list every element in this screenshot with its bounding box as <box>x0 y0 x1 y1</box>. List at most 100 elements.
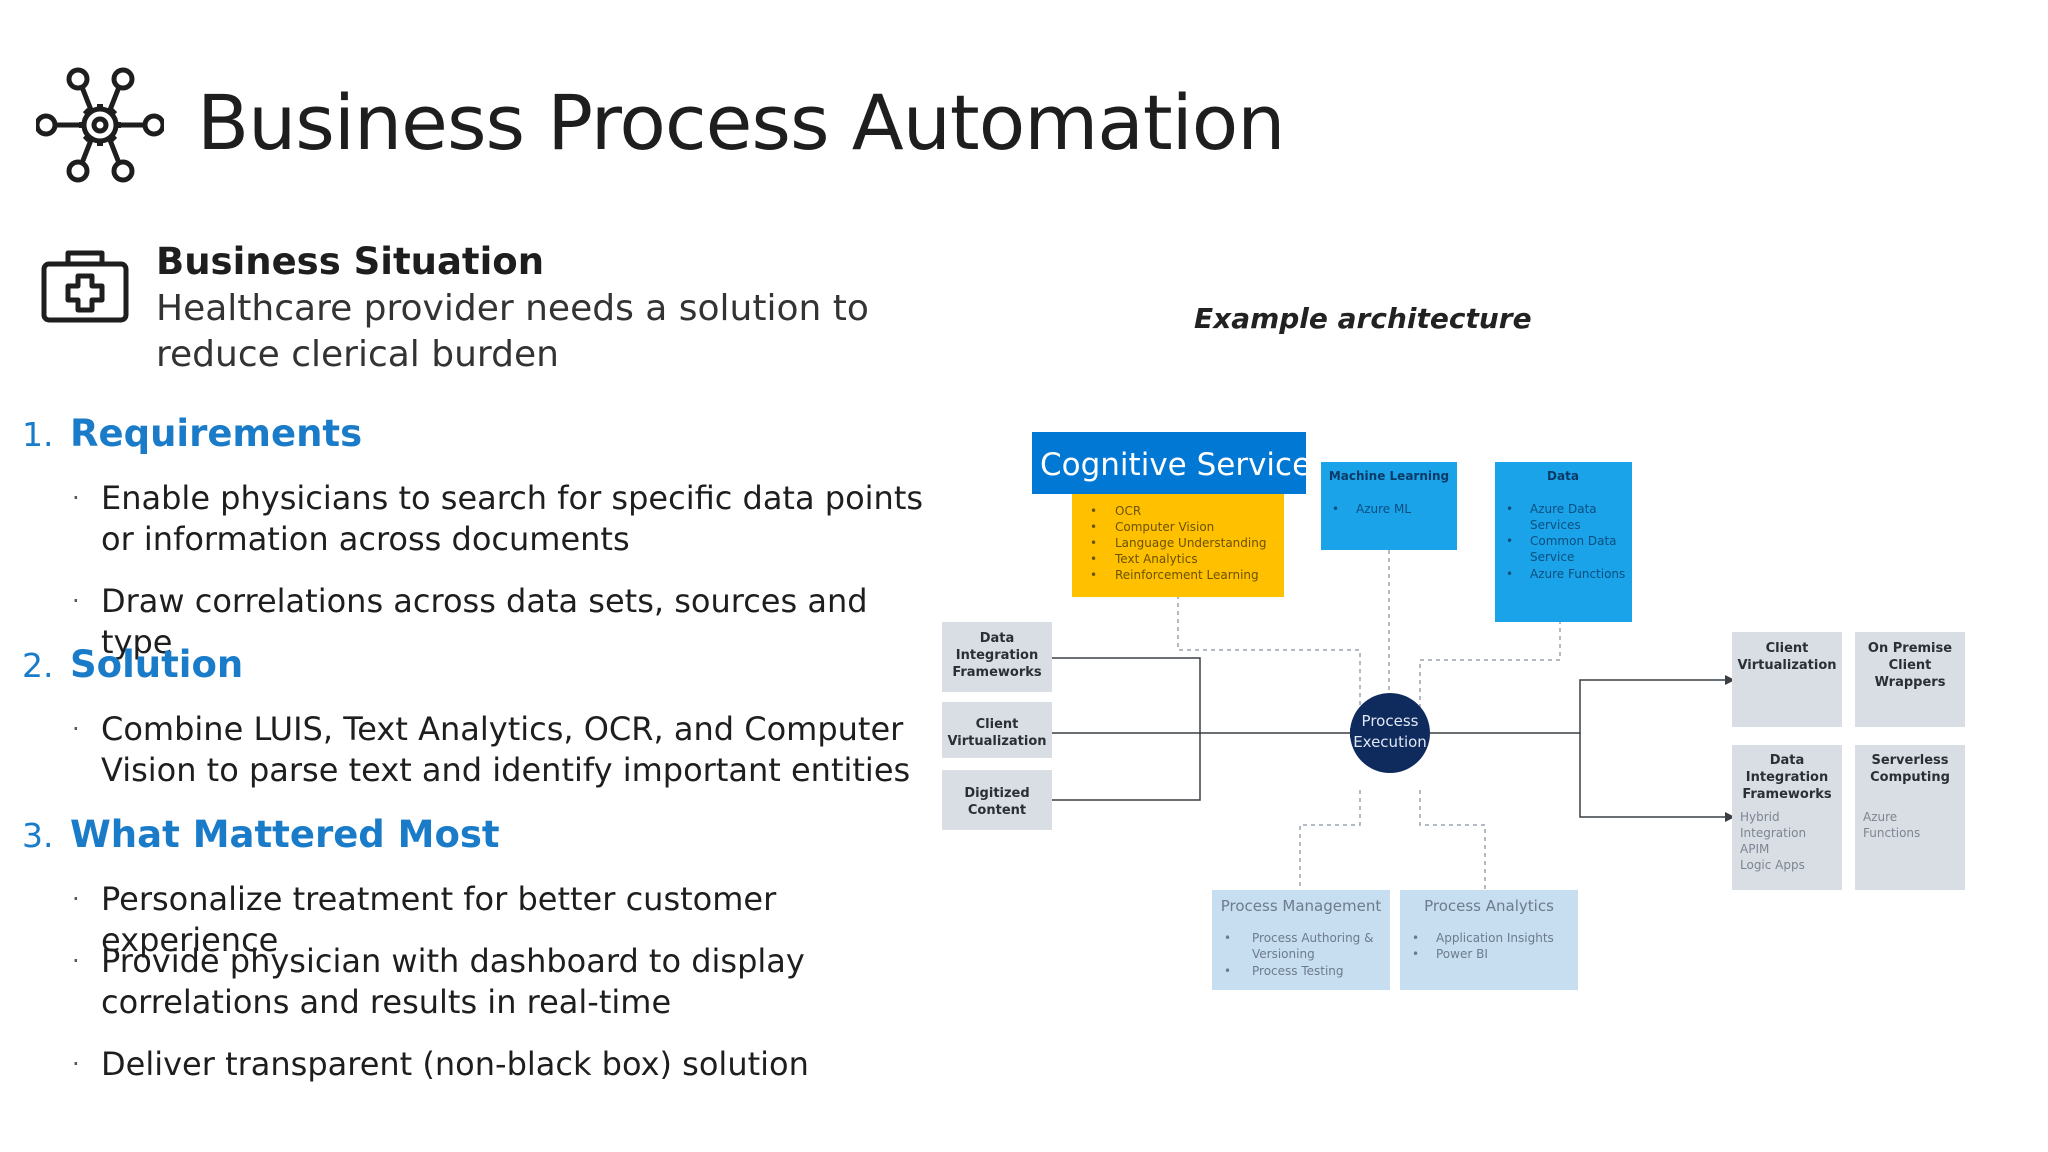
cognitive-services-title: Cognitive Services <box>1040 447 1327 483</box>
cognitive-item: Reinforcement Learning <box>1115 568 1259 582</box>
svg-text:•: • <box>1412 947 1419 961</box>
svg-text:•: • <box>1090 552 1097 566</box>
list-item: · Enable physicians to search for specif… <box>72 478 932 560</box>
medical-case-icon <box>41 250 129 323</box>
bullet-text: Deliver transparent (non-black box) solu… <box>101 1045 809 1083</box>
section-number: 3. <box>22 816 54 855</box>
box-item: Azure <box>1863 810 1897 824</box>
pm-item: Process Authoring & <box>1252 931 1373 945</box>
bullet-text: Provide physician with dashboard to disp… <box>101 942 805 1021</box>
bullet-text: Enable physicians to search for specific… <box>101 479 924 558</box>
pm-item: Process Testing <box>1252 964 1344 978</box>
serverless-box <box>1855 745 1965 890</box>
list-item: · Provide physician with dashboard to di… <box>72 941 932 1023</box>
input-label: Integration <box>956 648 1038 663</box>
page-title: Business Process Automation <box>197 78 1285 167</box>
box-label: Client <box>1889 658 1932 673</box>
input-box <box>942 770 1052 830</box>
section-heading: What Mattered Most <box>70 813 500 856</box>
machine-learning-box <box>1321 462 1457 550</box>
bullet-dot: · <box>72 885 80 913</box>
list-item: · Combine LUIS, Text Analytics, OCR, and… <box>72 709 932 791</box>
svg-text:•: • <box>1090 520 1097 534</box>
svg-text:•: • <box>1090 536 1097 550</box>
list-item: · Personalize treatment for better custo… <box>72 879 932 961</box>
process-analytics-title: Process Analytics <box>1424 897 1554 915</box>
situation-text: Healthcare provider needs a solution to … <box>156 288 869 375</box>
section-requirements: 1. Requirements <box>22 412 362 455</box>
architecture-label: Example architecture <box>1194 302 1532 335</box>
pa-item: Application Insights <box>1436 931 1554 945</box>
data-item: Services <box>1530 518 1581 532</box>
process-execution-label: Process <box>1362 712 1419 730</box>
bullet-dot: · <box>72 715 80 743</box>
svg-text:•: • <box>1506 534 1513 548</box>
input-label: Digitized <box>964 786 1029 801</box>
input-box <box>942 702 1052 758</box>
svg-text:•: • <box>1090 504 1097 518</box>
box-item: Functions <box>1863 826 1920 840</box>
svg-text:•: • <box>1224 964 1231 978</box>
process-analytics-box <box>1400 890 1578 990</box>
data-title: Data <box>1547 469 1579 483</box>
gear-network-icon <box>36 67 164 183</box>
svg-text:•: • <box>1090 568 1097 582</box>
bullet-dot: · <box>72 947 80 975</box>
input-label: Client <box>976 717 1019 732</box>
data-integration-box <box>1732 745 1842 890</box>
svg-text:•: • <box>1506 502 1513 516</box>
process-management-title: Process Management <box>1221 897 1382 915</box>
section-heading: Requirements <box>70 412 363 455</box>
client-virtualization-box <box>1732 632 1842 727</box>
on-premise-box <box>1855 632 1965 727</box>
data-item: Common Data <box>1530 534 1617 548</box>
pa-item: Power BI <box>1436 947 1488 961</box>
data-item: Service <box>1530 550 1574 564</box>
bullet-text: Personalize treatment for better custome… <box>101 880 777 959</box>
architecture-diagram: Cognitive Services • OCR • Computer Vision… <box>942 432 1965 990</box>
box-label: Computing <box>1870 770 1950 785</box>
cognitive-item: Language Understanding <box>1115 536 1266 550</box>
box-label: Wrappers <box>1875 675 1946 690</box>
data-item: Azure Data <box>1530 502 1597 516</box>
cognitive-item: Text Analytics <box>1114 552 1198 566</box>
box-item: Hybrid <box>1740 810 1780 824</box>
box-label: Serverless <box>1871 753 1948 768</box>
section-number: 1. <box>22 415 54 454</box>
svg-text:•: • <box>1412 931 1419 945</box>
svg-text:•: • <box>1224 931 1231 945</box>
section-what-mattered-most: 3. What Mattered Most <box>22 813 500 856</box>
process-execution-node <box>1350 693 1430 773</box>
situation-heading: Business Situation <box>156 240 545 283</box>
bullet-dot: · <box>72 587 80 615</box>
box-label: Integration <box>1746 770 1828 785</box>
cognitive-item: Computer Vision <box>1115 520 1214 534</box>
bullet-dot: · <box>72 1050 80 1078</box>
machine-learning-title: Machine Learning <box>1329 469 1449 483</box>
cognitive-item: OCR <box>1115 504 1141 518</box>
svg-text:•: • <box>1506 567 1513 581</box>
box-label: Virtualization <box>1737 658 1836 673</box>
bullet-dot: · <box>72 484 80 512</box>
box-label: Client <box>1766 641 1809 656</box>
list-item: · Deliver transparent (non-black box) so… <box>72 1044 932 1085</box>
box-label: Frameworks <box>1742 787 1832 802</box>
bullet-text: Draw correlations across data sets, sour… <box>101 582 868 661</box>
input-label: Virtualization <box>947 734 1046 749</box>
input-label: Frameworks <box>952 665 1042 680</box>
list-item: · Draw correlations across data sets, so… <box>72 581 932 663</box>
input-label: Content <box>968 803 1026 818</box>
data-item: Azure Functions <box>1530 567 1625 581</box>
section-solution: 2. Solution <box>22 643 243 686</box>
process-management-box <box>1212 890 1390 990</box>
section-heading: Solution <box>70 643 244 686</box>
bullet-text: Combine LUIS, Text Analytics, OCR, and C… <box>101 710 911 789</box>
process-execution-label: Execution <box>1353 733 1427 751</box>
box-label: On Premise <box>1868 641 1952 656</box>
box-item: Integration <box>1740 826 1806 840</box>
input-box <box>942 622 1052 692</box>
input-label: Data <box>980 631 1015 646</box>
svg-text:•: • <box>1332 502 1339 516</box>
pm-item: Versioning <box>1252 947 1315 961</box>
section-number: 2. <box>22 646 54 685</box>
